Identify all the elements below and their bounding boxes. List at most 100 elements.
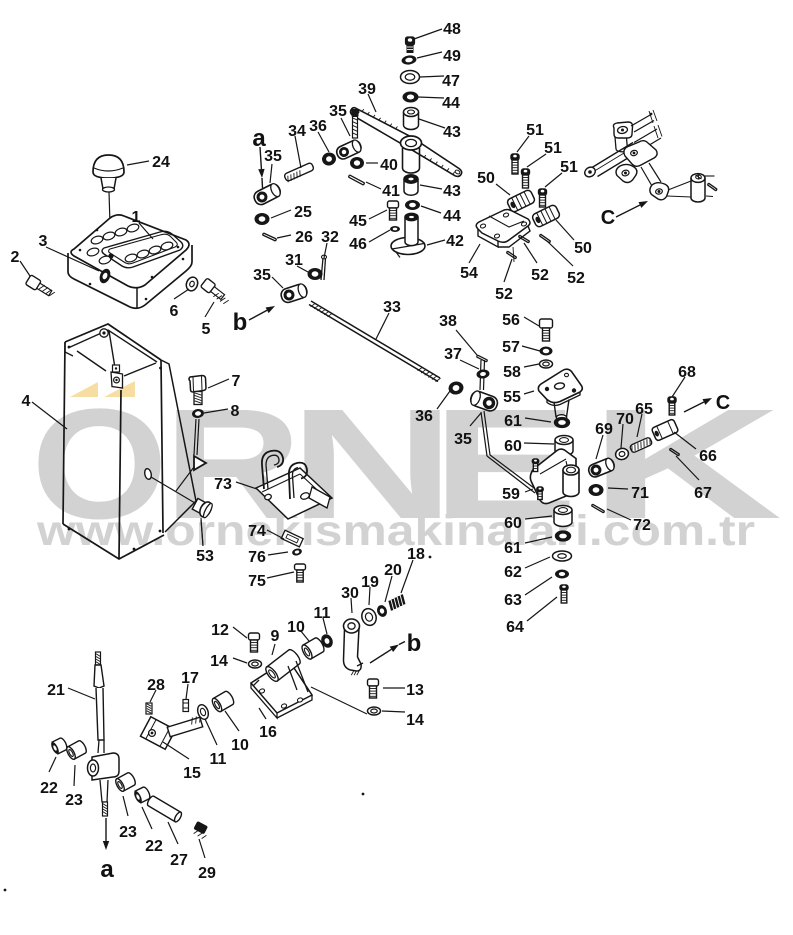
svg-text:52: 52 [531, 267, 549, 284]
svg-text:36: 36 [309, 118, 327, 135]
svg-text:74: 74 [248, 523, 266, 540]
svg-text:44: 44 [442, 95, 460, 112]
svg-text:58: 58 [503, 364, 521, 381]
svg-text:21: 21 [47, 682, 65, 699]
svg-text:27: 27 [170, 852, 188, 869]
svg-text:22: 22 [40, 780, 58, 797]
svg-text:35: 35 [329, 103, 347, 120]
svg-text:N: N [289, 376, 455, 551]
svg-text:70: 70 [616, 411, 634, 428]
svg-text:14: 14 [210, 653, 228, 670]
svg-text:65: 65 [635, 401, 653, 418]
svg-text:37: 37 [444, 346, 462, 363]
svg-text:33: 33 [383, 299, 401, 316]
svg-text:1: 1 [132, 209, 141, 226]
svg-text:36: 36 [415, 408, 433, 425]
svg-text:22: 22 [145, 838, 163, 855]
svg-text:R: R [164, 377, 302, 552]
svg-text:29: 29 [198, 865, 216, 882]
svg-text:11: 11 [314, 605, 331, 622]
svg-text:24: 24 [152, 154, 170, 171]
svg-text:72: 72 [633, 517, 651, 534]
svg-text:47: 47 [442, 73, 460, 90]
svg-text:8: 8 [231, 403, 240, 420]
svg-text:2: 2 [11, 249, 20, 266]
svg-text:4: 4 [22, 393, 31, 410]
svg-text:46: 46 [349, 236, 367, 253]
svg-text:41: 41 [382, 183, 400, 200]
svg-text:52: 52 [567, 270, 585, 287]
svg-text:7: 7 [232, 373, 241, 390]
svg-text:19: 19 [361, 574, 379, 591]
svg-text:C: C [716, 392, 730, 414]
svg-text:43: 43 [443, 124, 461, 141]
svg-text:a: a [252, 125, 266, 152]
svg-text:K: K [589, 376, 783, 552]
svg-text:20: 20 [384, 562, 402, 579]
svg-text:25: 25 [294, 204, 312, 221]
svg-text:10: 10 [287, 619, 305, 636]
svg-text:O: O [31, 377, 168, 552]
svg-text:13: 13 [406, 682, 424, 699]
svg-text:54: 54 [460, 265, 478, 282]
svg-text:73: 73 [214, 476, 232, 493]
svg-text:57: 57 [502, 339, 520, 356]
svg-text:61: 61 [504, 413, 522, 430]
svg-text:48: 48 [443, 21, 461, 38]
svg-text:52: 52 [495, 286, 513, 303]
svg-text:C: C [601, 207, 615, 229]
svg-text:66: 66 [699, 448, 717, 465]
svg-text:50: 50 [477, 170, 495, 187]
svg-text:31: 31 [285, 252, 303, 269]
svg-text:44: 44 [443, 208, 461, 225]
svg-text:42: 42 [446, 233, 464, 250]
svg-text:34: 34 [288, 123, 306, 140]
svg-text:63: 63 [504, 592, 522, 609]
svg-text:b: b [407, 630, 422, 657]
svg-text:35: 35 [454, 431, 472, 448]
svg-text:28: 28 [147, 677, 165, 694]
svg-text:75: 75 [248, 573, 266, 590]
svg-text:51: 51 [560, 159, 578, 176]
svg-text:23: 23 [119, 824, 137, 841]
svg-text:51: 51 [544, 140, 562, 157]
svg-text:51: 51 [526, 122, 544, 139]
svg-text:67: 67 [694, 485, 712, 502]
svg-text:15: 15 [183, 765, 201, 782]
svg-text:60: 60 [504, 438, 522, 455]
svg-text:11: 11 [210, 751, 227, 768]
svg-text:26: 26 [295, 229, 313, 246]
svg-text:68: 68 [678, 364, 696, 381]
svg-text:16: 16 [259, 724, 277, 741]
svg-text:62: 62 [504, 564, 522, 581]
svg-text:56: 56 [502, 312, 520, 329]
svg-text:64: 64 [506, 619, 524, 636]
svg-text:61: 61 [504, 540, 522, 557]
svg-text:9: 9 [271, 628, 280, 645]
svg-text:www.ornekismakinalari.com.tr: www.ornekismakinalari.com.tr [36, 507, 755, 555]
svg-text:45: 45 [349, 213, 367, 230]
svg-text:6: 6 [170, 303, 179, 320]
svg-text:18: 18 [407, 546, 425, 563]
svg-text:35: 35 [264, 148, 282, 165]
svg-text:14: 14 [406, 712, 424, 729]
svg-text:30: 30 [341, 585, 359, 602]
svg-text:b: b [233, 309, 248, 336]
svg-text:40: 40 [380, 157, 398, 174]
svg-text:50: 50 [574, 240, 592, 257]
svg-text:17: 17 [181, 670, 199, 687]
svg-text:49: 49 [443, 48, 461, 65]
svg-text:32: 32 [321, 229, 339, 246]
svg-text:55: 55 [503, 389, 521, 406]
svg-text:43: 43 [443, 183, 461, 200]
svg-text:53: 53 [196, 548, 214, 565]
svg-text:10: 10 [231, 737, 249, 754]
svg-text:59: 59 [502, 486, 520, 503]
svg-text:71: 71 [631, 485, 649, 502]
svg-text:35: 35 [253, 267, 271, 284]
svg-text:3: 3 [39, 233, 48, 250]
svg-text:12: 12 [211, 622, 229, 639]
svg-text:60: 60 [504, 515, 522, 532]
svg-text:76: 76 [248, 549, 266, 566]
svg-text:5: 5 [202, 321, 211, 338]
